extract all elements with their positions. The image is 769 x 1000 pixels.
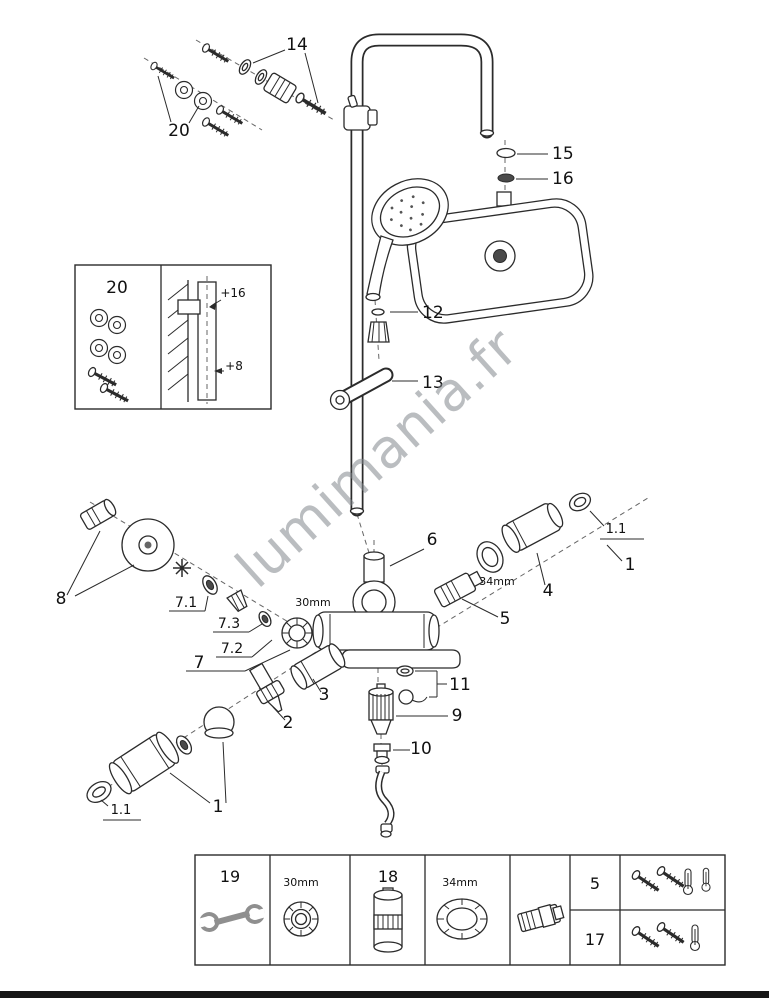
thermostat-valve [312, 548, 461, 669]
inset-label-20: 20 [106, 278, 128, 298]
inset-dim-plus8: +8 [225, 359, 243, 373]
table-label-18: 18 [378, 867, 398, 886]
shower-rail [349, 123, 365, 517]
label-34mm: 34mm [479, 575, 514, 588]
washer-15 [496, 147, 548, 159]
cone-7-3 [226, 589, 248, 613]
table-size-30mm: 30mm [283, 876, 318, 889]
label-1-left: 1 [213, 797, 224, 817]
washer-1-1-right [568, 492, 644, 562]
table-label-19: 19 [220, 867, 240, 886]
label-1-1-right: 1.1 [606, 522, 627, 537]
part-2-cartridge [248, 662, 286, 721]
table-size-34mm: 34mm [442, 876, 477, 889]
part-9-diverter [368, 683, 448, 735]
rail-bracket-13 [329, 367, 418, 411]
label-10: 10 [410, 739, 432, 759]
label-4: 4 [543, 581, 554, 601]
callout-labels: 14 20 15 16 12 13 6 34mm 4 5 1.1 1 8 7.1… [56, 35, 636, 949]
part-4-extension [501, 502, 564, 586]
ring-34mm-icon [436, 898, 488, 940]
label-3: 3 [319, 685, 330, 705]
hand-shower [365, 178, 449, 302]
cap-1-1-left [86, 781, 141, 821]
part-8-adapter [79, 498, 117, 530]
label-2: 2 [283, 713, 294, 733]
label-7: 7 [194, 653, 205, 673]
part-5-connector [433, 570, 499, 618]
washer-left [175, 735, 193, 755]
mounting-hardware-20 [148, 59, 247, 141]
label-5: 5 [500, 609, 511, 629]
label-14: 14 [286, 35, 308, 55]
part-10-connector [373, 743, 410, 765]
ring-7-2 [258, 610, 272, 628]
star-handle [173, 559, 191, 577]
label-7-2: 7.2 [221, 641, 243, 657]
mounting-hardware-14 [199, 41, 331, 120]
table-label-17: 17 [585, 930, 605, 949]
part-12-connector [367, 308, 418, 343]
dome-cap [203, 706, 235, 739]
wrench-icon [198, 903, 266, 933]
label-16: 16 [552, 169, 574, 189]
label-12: 12 [422, 303, 444, 323]
nut-30mm-icon [283, 901, 319, 937]
label-15: 15 [552, 144, 574, 164]
ring-34mm [476, 541, 504, 573]
t-connector [343, 94, 378, 131]
washer-7-1 [202, 575, 218, 595]
label-9: 9 [452, 706, 463, 726]
overhead-shower [406, 191, 594, 324]
label-8: 8 [56, 589, 67, 609]
label-20-top: 20 [168, 121, 190, 141]
connector-icon [517, 903, 565, 933]
label-1-1-left: 1.1 [111, 803, 132, 818]
label-30mm: 30mm [295, 596, 330, 609]
shower-hose [375, 765, 395, 838]
part-11-clip [398, 689, 428, 705]
group-7-leaders [169, 595, 291, 672]
shower-pipe-top [350, 33, 495, 139]
tool-18-icon [373, 887, 403, 953]
label-1-right: 1 [625, 555, 636, 575]
inset-box-20 [74, 264, 272, 410]
part-8-cap [66, 518, 175, 597]
label-11: 11 [449, 675, 471, 695]
bottom-table [194, 854, 726, 966]
label-6: 6 [427, 530, 438, 550]
table-label-5: 5 [590, 874, 600, 893]
label-7-3: 7.3 [218, 616, 240, 632]
bottom-bar [0, 991, 769, 998]
label-13: 13 [422, 373, 444, 393]
bracket-11 [415, 670, 447, 698]
washer-16 [497, 173, 548, 183]
inset-dim-plus16: +16 [220, 286, 245, 300]
part-11-washer [396, 665, 414, 677]
label-7-1: 7.1 [175, 595, 197, 611]
part-1-body [108, 731, 227, 804]
part-3-extension [290, 643, 346, 693]
nut-30mm [281, 617, 313, 649]
